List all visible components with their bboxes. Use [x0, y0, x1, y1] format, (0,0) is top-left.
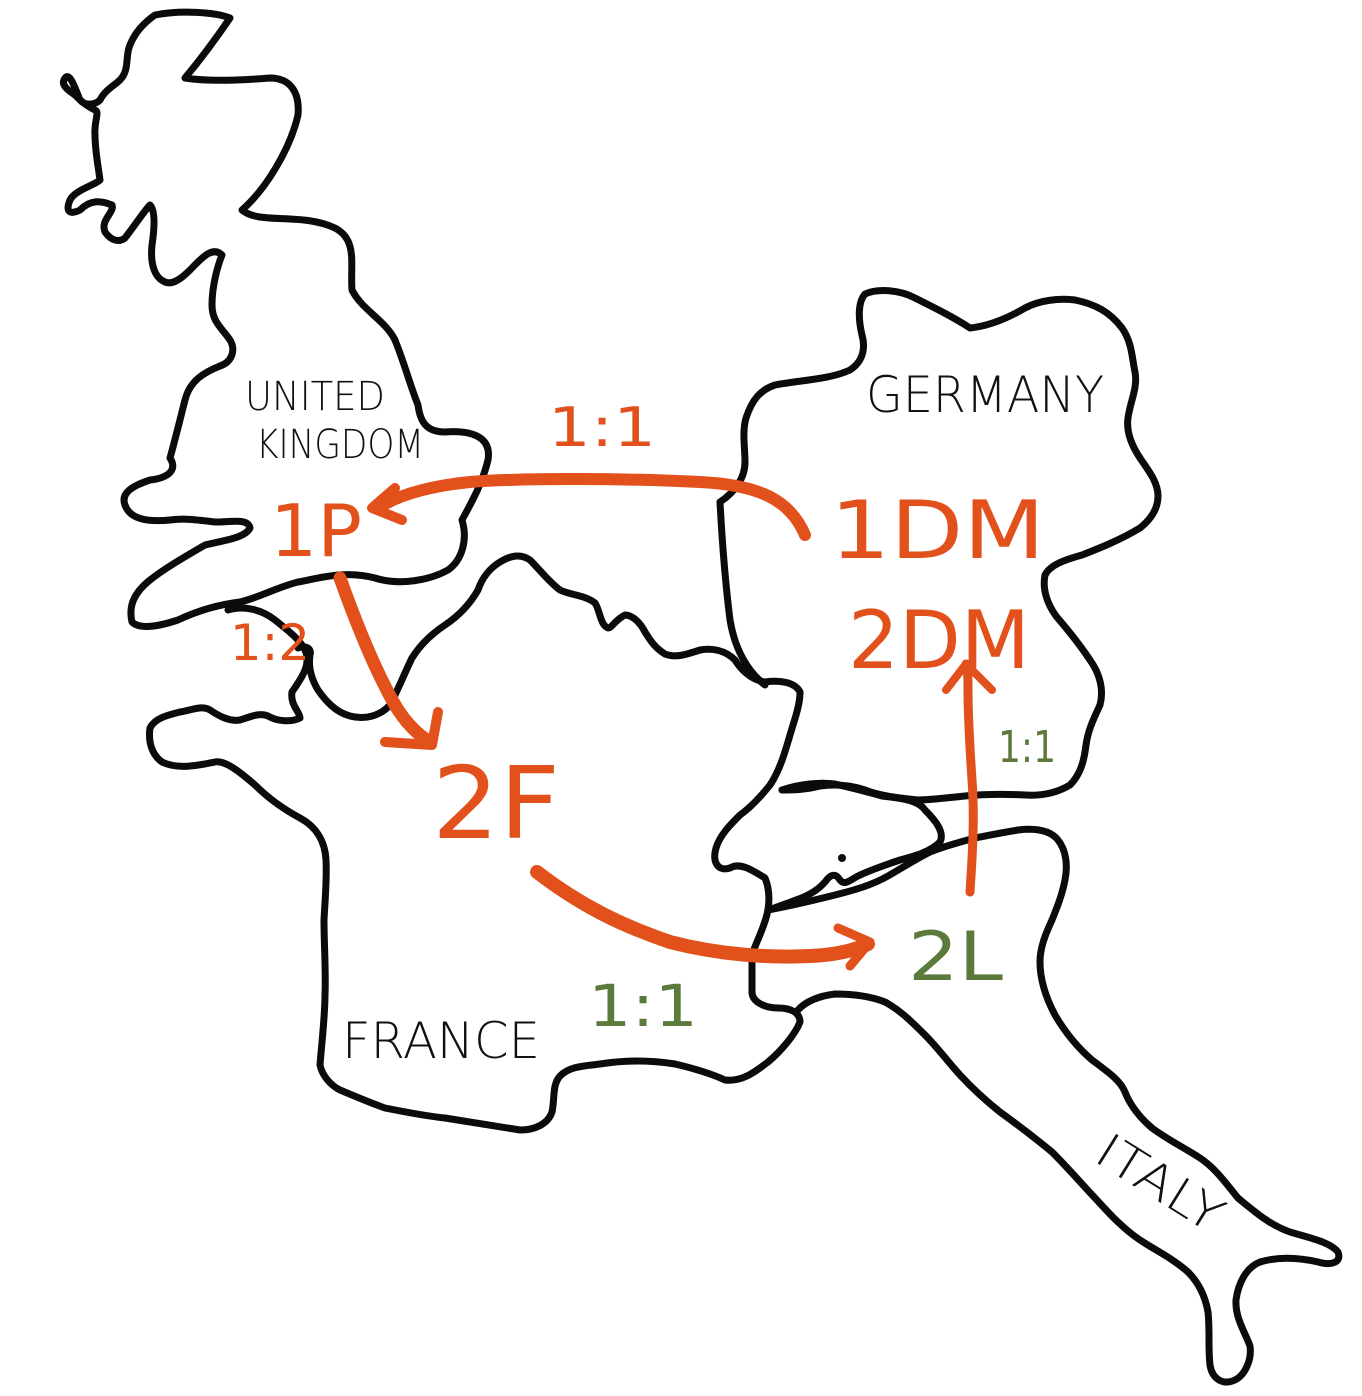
germany-amount-1: 1DM [830, 484, 1045, 577]
uk-southwest-outline [176, 604, 311, 725]
germany-amount-2: 2DM [848, 594, 1030, 687]
italy-label: ITALY [1086, 1123, 1234, 1245]
arrow-italy-to-germany [961, 659, 978, 897]
france-label: FRANCE [342, 1012, 540, 1070]
ratio-germany-uk: 1:1 [548, 396, 656, 459]
ratio-uk-france: 1:2 [230, 614, 310, 672]
germany-west-border [716, 498, 769, 689]
arrow-france-to-italy [530, 865, 875, 964]
uk-amount: 1P [270, 489, 362, 573]
germany-outline [716, 287, 1162, 804]
france-outline [146, 552, 804, 1134]
liechtenstein-dot [838, 854, 846, 862]
arrow-uk-to-france [333, 571, 437, 749]
arrow-germany-to-uk-head [367, 483, 407, 525]
uk-outline [59, 8, 492, 630]
switzerland-outline [764, 779, 945, 914]
arrow-uk-to-france-head [380, 707, 443, 750]
arrow-italy-to-germany-head [942, 660, 996, 694]
germany-label: GERMANY [866, 366, 1104, 424]
france-amount: 2F [432, 745, 560, 862]
italy-amount: 2L [908, 918, 1003, 997]
ratio-france-italy: 1:1 [588, 972, 698, 1040]
ratio-italy-germany: 1:1 [998, 722, 1056, 773]
uk-label-line1: UNITED [245, 374, 385, 420]
uk-label-line2: KINGDOM [256, 422, 424, 468]
exchange-arrows [333, 473, 996, 971]
italy-outline [764, 825, 1343, 1386]
arrow-germany-to-uk [372, 473, 811, 541]
arrow-france-to-italy-head [833, 923, 875, 971]
